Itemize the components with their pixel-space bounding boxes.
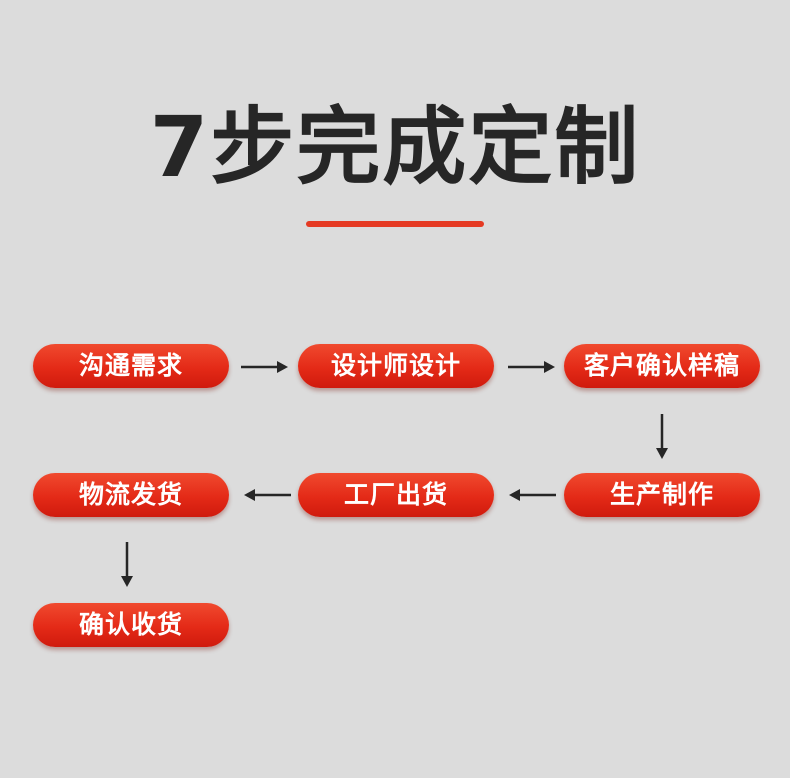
arrow-down-icon <box>656 414 668 459</box>
step-3-client-confirm-sample: 客户确认样稿 <box>564 344 760 388</box>
step-7-confirm-receipt: 确认收货 <box>33 603 229 647</box>
step-5-factory-dispatch: 工厂出货 <box>298 473 494 517</box>
page-title: 7步完成定制 <box>149 98 641 196</box>
step-1-communicate-needs: 沟通需求 <box>33 344 229 388</box>
arrow-right-icon <box>241 361 288 373</box>
arrow-left-icon <box>244 489 291 501</box>
title-underline <box>306 221 484 227</box>
step-4-production: 生产制作 <box>564 473 760 517</box>
arrow-down-icon <box>121 542 133 587</box>
arrow-left-icon <box>509 489 556 501</box>
step-2-designer-design: 设计师设计 <box>298 344 494 388</box>
arrow-right-icon <box>508 361 555 373</box>
step-6-logistics-shipping: 物流发货 <box>33 473 229 517</box>
